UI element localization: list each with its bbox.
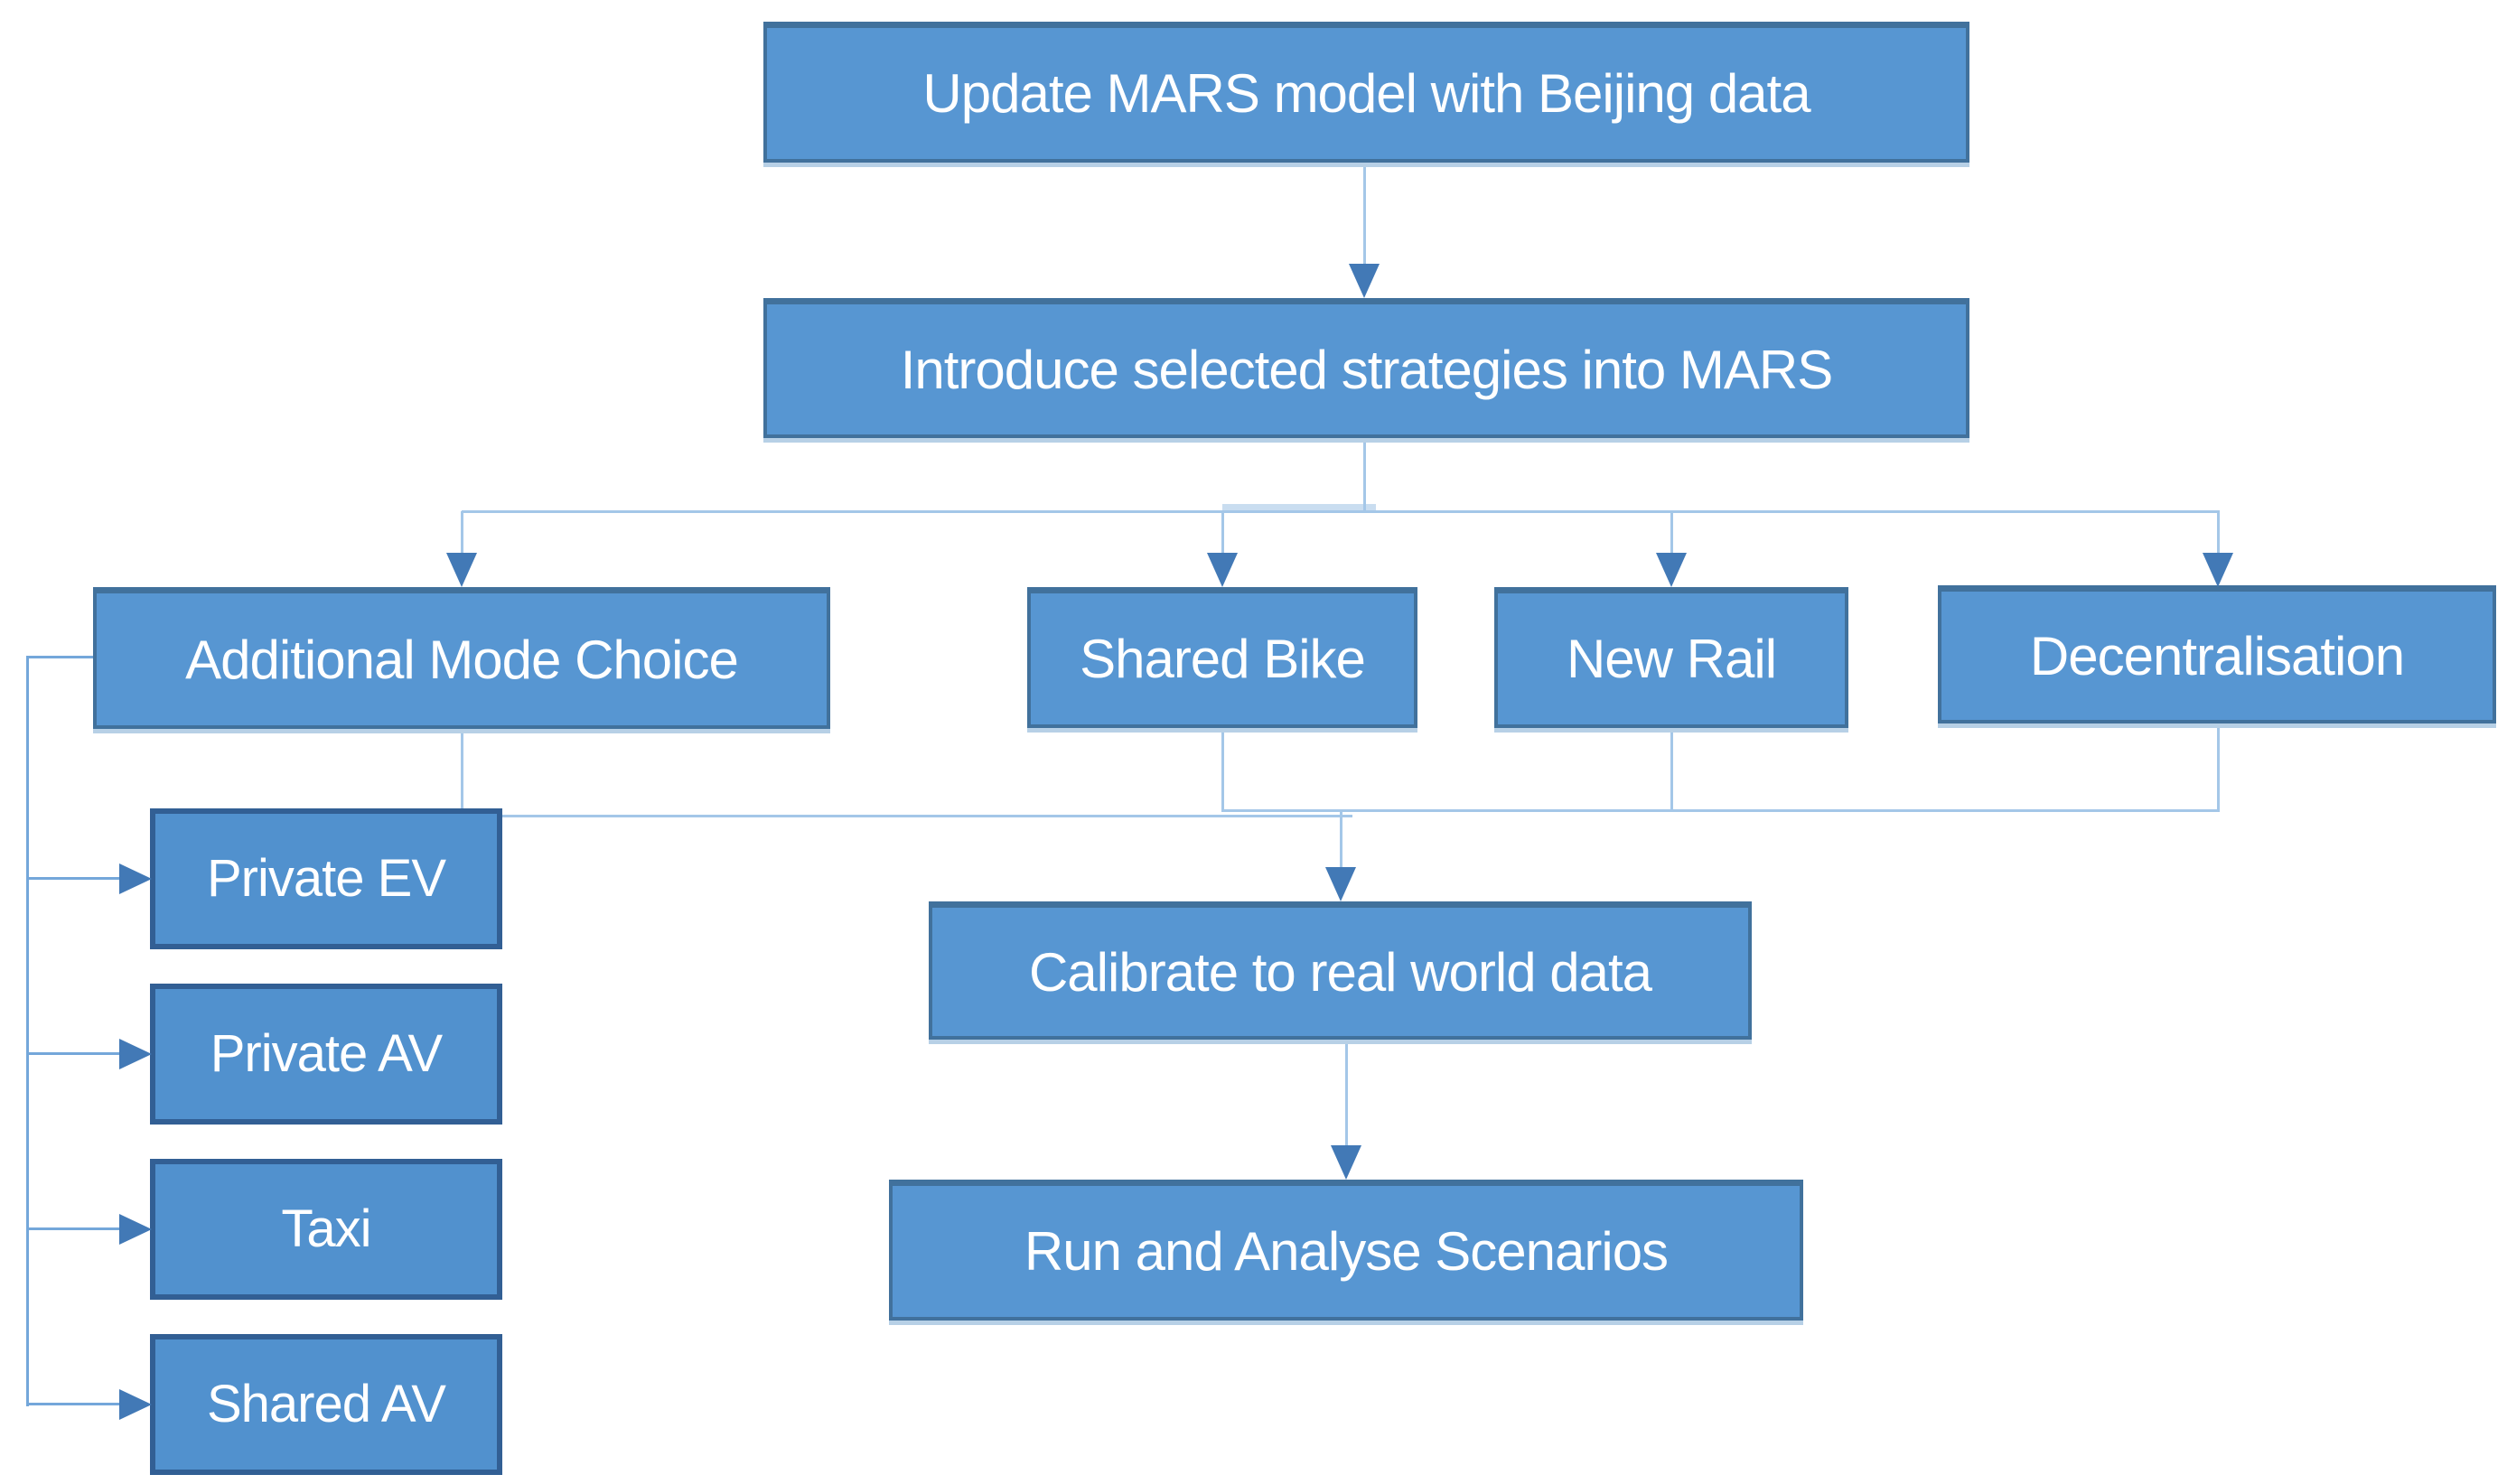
connector-branch-private-ev bbox=[28, 877, 121, 880]
connector-drop-shared-bike bbox=[1221, 511, 1224, 556]
node-run: Run and Analyse Scenarios bbox=[889, 1180, 1803, 1321]
arrowhead-into-amc bbox=[446, 553, 477, 587]
arrowhead-into-calibrate bbox=[1325, 867, 1356, 901]
connector-branch-private-av bbox=[28, 1052, 121, 1055]
arrowhead-into-private-av bbox=[119, 1039, 152, 1069]
arrowhead-into-introduce bbox=[1349, 264, 1380, 298]
node-private-ev-label: Private EV bbox=[207, 848, 446, 908]
connector-drop-decentralisation bbox=[2217, 511, 2220, 556]
node-update: Update MARS model with Beijing data bbox=[763, 22, 1969, 163]
arrowhead-into-decentralisation bbox=[2203, 553, 2233, 587]
node-shared-av-label: Shared AV bbox=[206, 1374, 446, 1433]
node-calibrate-label: Calibrate to real world data bbox=[1028, 941, 1652, 1003]
node-calibrate: Calibrate to real world data bbox=[929, 901, 1752, 1040]
connector-drop-amc bbox=[461, 511, 463, 556]
node-taxi-label: Taxi bbox=[281, 1199, 371, 1258]
node-shared-bike: Shared Bike bbox=[1027, 587, 1417, 728]
connector-decentralisation-bottom-drop bbox=[2217, 723, 2220, 812]
node-additional-mode-choice: Additional Mode Choice bbox=[93, 587, 830, 729]
connector-convergence-right bbox=[1222, 809, 2220, 812]
node-decentralisation: Decentralisation bbox=[1938, 585, 2496, 723]
connector-update-introduce bbox=[1363, 163, 1366, 269]
connector-branch-shared-av bbox=[28, 1403, 121, 1405]
connector-distribution-line bbox=[462, 510, 2220, 513]
node-private-ev: Private EV bbox=[150, 808, 502, 949]
arrowhead-into-taxi bbox=[119, 1214, 152, 1245]
arrowhead-into-shared-av bbox=[119, 1389, 152, 1420]
node-decentralisation-label: Decentralisation bbox=[2029, 625, 2405, 686]
node-update-label: Update MARS model with Beijing data bbox=[922, 63, 1810, 124]
connector-calibrate-run bbox=[1345, 1040, 1348, 1149]
connector-drop-calibrate bbox=[1340, 812, 1342, 869]
node-new-rail-label: New Rail bbox=[1566, 629, 1777, 689]
node-introduce: Introduce selected strategies into MARS bbox=[763, 298, 1969, 438]
connector-convergence-left bbox=[462, 815, 1352, 817]
node-private-av-label: Private AV bbox=[210, 1023, 443, 1083]
connector-introduce-stem bbox=[1363, 438, 1366, 512]
node-new-rail: New Rail bbox=[1494, 587, 1848, 728]
arrowhead-into-shared-bike bbox=[1207, 553, 1238, 587]
connector-amc-bottom-drop bbox=[461, 729, 463, 817]
connector-amc-left-exit bbox=[27, 656, 93, 658]
arrowhead-into-run bbox=[1331, 1145, 1361, 1180]
connector-shared-bike-bottom-drop bbox=[1221, 728, 1224, 812]
connector-overlap-band bbox=[1222, 504, 1376, 510]
node-private-av: Private AV bbox=[150, 984, 502, 1125]
node-additional-mode-choice-label: Additional Mode Choice bbox=[185, 629, 739, 690]
connector-branch-taxi bbox=[28, 1227, 121, 1230]
node-taxi: Taxi bbox=[150, 1159, 502, 1300]
node-introduce-label: Introduce selected strategies into MARS bbox=[900, 339, 1834, 400]
arrowhead-into-new-rail bbox=[1656, 553, 1687, 587]
connector-left-rail bbox=[26, 656, 29, 1406]
connector-new-rail-bottom-drop bbox=[1670, 728, 1673, 812]
node-shared-av: Shared AV bbox=[150, 1334, 502, 1475]
arrowhead-into-private-ev bbox=[119, 863, 152, 894]
connector-drop-new-rail bbox=[1670, 511, 1673, 556]
node-shared-bike-label: Shared Bike bbox=[1080, 629, 1366, 689]
node-run-label: Run and Analyse Scenarios bbox=[1024, 1221, 1669, 1282]
